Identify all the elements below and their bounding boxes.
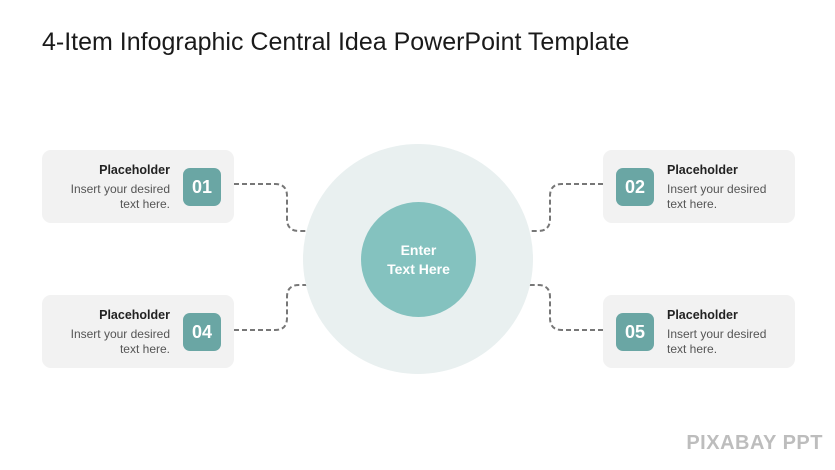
item-description: Insert your desired text here. [667, 327, 767, 356]
item-heading: Placeholder [667, 308, 738, 322]
number-badge-01: 01 [183, 168, 221, 206]
item-heading: Placeholder [667, 163, 738, 177]
item-card-04[interactable]: Placeholder Insert your desired text her… [42, 295, 234, 368]
number-badge-05: 05 [616, 313, 654, 351]
connector-02 [527, 183, 603, 232]
number-badge-02: 02 [616, 168, 654, 206]
item-description: Insert your desired text here. [70, 182, 170, 211]
item-card-01[interactable]: Placeholder Insert your desired text her… [42, 150, 234, 223]
connector-01 [234, 183, 309, 232]
item-description: Insert your desired text here. [70, 327, 170, 356]
item-heading: Placeholder [99, 308, 170, 322]
number-badge-04: 04 [183, 313, 221, 351]
item-description: Insert your desired text here. [667, 182, 767, 211]
item-card-02[interactable]: 02 Placeholder Insert your desired text … [603, 150, 795, 223]
central-text-line1: Enter [400, 241, 437, 258]
item-card-05[interactable]: 05 Placeholder Insert your desired text … [603, 295, 795, 368]
connector-05 [527, 284, 603, 331]
slide-title: 4-Item Infographic Central Idea PowerPoi… [42, 28, 630, 56]
central-idea-circle[interactable]: Enter Text Here [361, 202, 476, 317]
connector-04 [234, 284, 309, 331]
central-text-line2: Text Here [387, 260, 450, 277]
watermark-logo: PIXABAY PPT [686, 432, 823, 454]
item-heading: Placeholder [99, 163, 170, 177]
